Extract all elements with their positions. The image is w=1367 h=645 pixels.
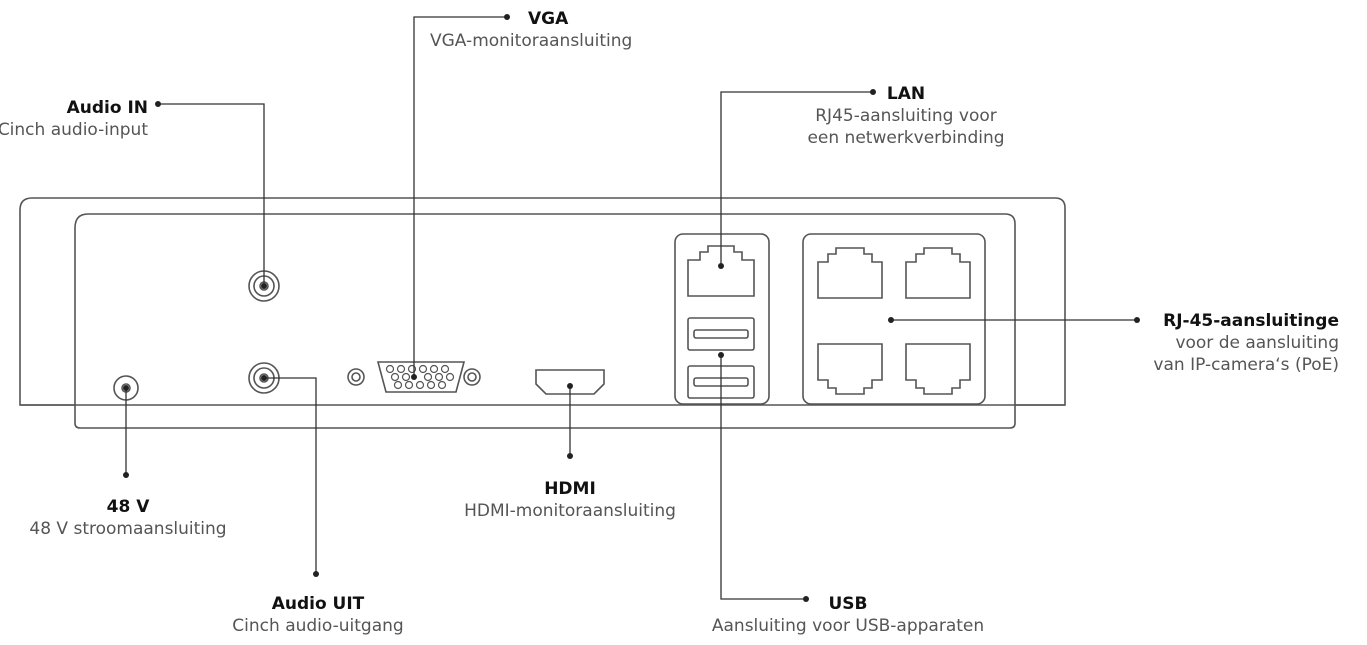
lan-desc-2: een netwerkverbinding: [807, 128, 1005, 148]
hdmi-title: HDMI: [544, 479, 596, 499]
label-usb: USB Aansluiting voor USB-apparaten: [712, 593, 984, 637]
label-lan: LAN RJ45-aansluiting voor een netwerkver…: [807, 83, 1004, 149]
rj45-port-2: [905, 247, 971, 299]
hdmi-port: [535, 369, 605, 395]
audio-out-title: Audio UIT: [271, 594, 365, 614]
rj45-port-3: [817, 343, 883, 395]
callout-usb: [720, 355, 806, 600]
label-power: 48 V 48 V stroomaansluiting: [29, 496, 226, 540]
label-audio-out: Audio UIT Cinch audio-uitgang: [232, 593, 403, 637]
vga-desc: VGA-monitoraansluiting: [430, 31, 633, 51]
callout-lan: [720, 91, 873, 266]
rj45-title: RJ-45-aansluitinge: [1163, 311, 1339, 331]
callout-audio-out: [264, 377, 317, 574]
vga-title: VGA: [528, 9, 569, 29]
usb-port-1: [687, 317, 755, 351]
label-rj45: RJ-45-aansluitinge voor de aansluiting v…: [1153, 310, 1339, 376]
rj45-desc-2: van IP-camera‘s (PoE): [1153, 355, 1339, 375]
device-back-panel: [74, 213, 1016, 406]
power-desc: 48 V stroomaansluiting: [29, 519, 227, 539]
vga-port: [347, 361, 481, 393]
label-vga: VGA VGA-monitoraansluiting: [430, 8, 632, 52]
lan-desc-1: RJ45-aansluiting voor: [815, 106, 997, 126]
rj45-port-4: [905, 343, 971, 395]
lan-port: [687, 245, 755, 297]
rj45-port-1: [817, 247, 883, 299]
audio-out-desc: Cinch audio-uitgang: [232, 616, 404, 636]
label-hdmi: HDMI HDMI-monitoraansluiting: [464, 478, 676, 522]
lan-usb-block: [674, 233, 770, 405]
label-audio-in: Audio IN Cinch audio-input: [0, 97, 148, 141]
audio-in-desc: Cinch audio-input: [0, 120, 148, 140]
audio-in-title: Audio IN: [66, 98, 148, 118]
device-outer-body: [19, 197, 1066, 429]
power-title: 48 V: [106, 497, 150, 517]
callout-vga: [413, 16, 507, 377]
usb-desc: Aansluiting voor USB-apparaten: [711, 616, 985, 636]
callout-audio-in: [158, 103, 265, 286]
rj45-poe-block: [802, 233, 986, 405]
rj45-desc-1: voor de aansluiting: [1175, 333, 1339, 353]
hdmi-desc: HDMI-monitoraansluiting: [464, 501, 676, 521]
usb-title: USB: [828, 594, 868, 614]
lan-title: LAN: [886, 84, 926, 104]
